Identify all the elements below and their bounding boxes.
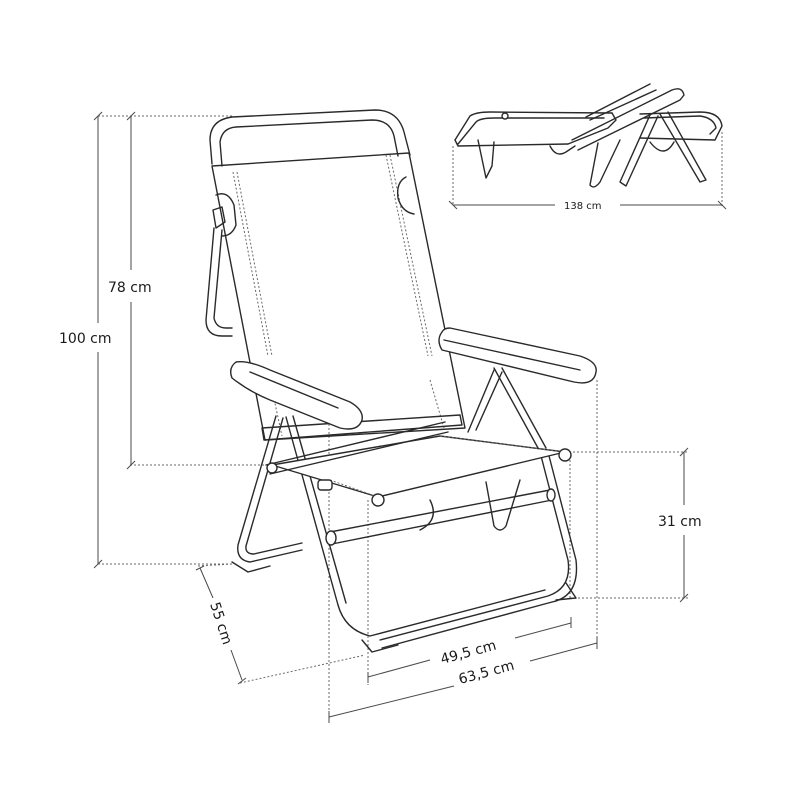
label-total-height: 100 cm — [59, 331, 112, 347]
flat-lounger: 138 cm — [448, 83, 727, 212]
dimension-55cm: 55 cm — [195, 565, 247, 685]
label-outer-width: 63,5 cm — [457, 658, 516, 688]
dimension-78cm: 78 cm — [108, 111, 152, 470]
dimension-100cm: 100 cm — [59, 111, 112, 569]
dimension-31cm: 31 cm — [658, 447, 702, 603]
label-depth: 55 cm — [206, 600, 235, 646]
label-flat-length: 138 cm — [564, 201, 602, 212]
upright-chair — [205, 109, 597, 653]
label-backrest-height: 78 cm — [108, 280, 152, 296]
label-seat-height: 31 cm — [658, 514, 702, 530]
